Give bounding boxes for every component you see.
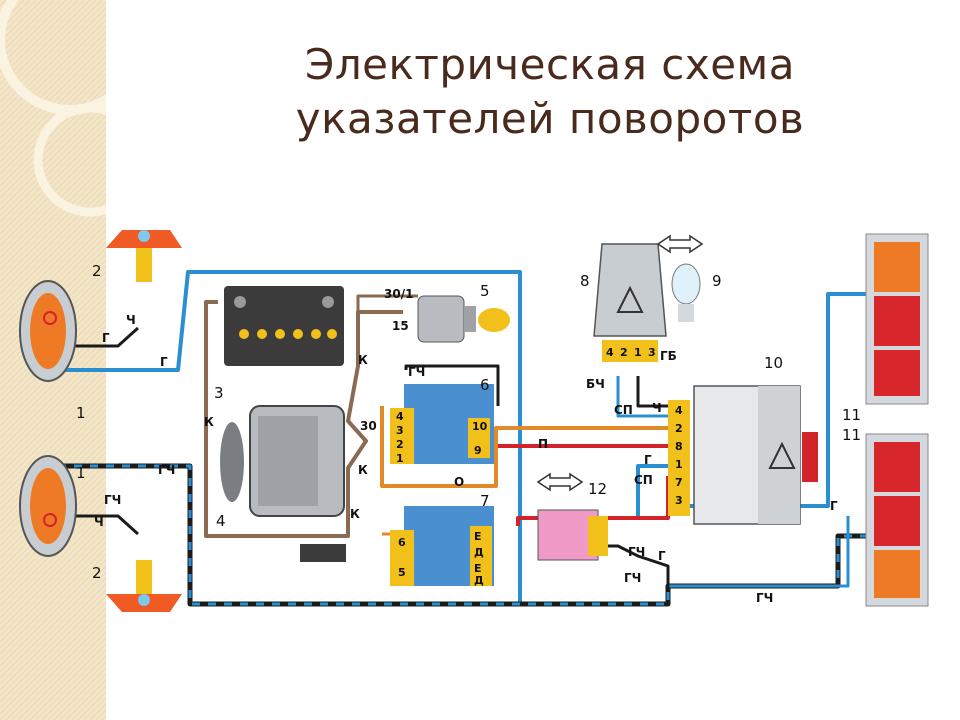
wire-label: ГЧ <box>624 571 641 585</box>
pin-label: 1 <box>396 452 404 465</box>
wire-label: Г <box>160 355 168 369</box>
ignition-switch <box>417 295 510 343</box>
component-label: 1 <box>76 464 86 482</box>
wire-label: Г <box>102 331 110 345</box>
pin-label: 2 <box>675 422 683 435</box>
wire-label: Ч <box>652 401 662 415</box>
relay-6-pins: 4 3 2 1 10 9 <box>396 410 488 465</box>
indicator-lamp <box>671 263 701 322</box>
wire-label: ГЧ <box>158 463 175 477</box>
wire-label: СП <box>614 403 633 417</box>
pin-label: 10 <box>472 420 488 433</box>
wire-label: ГЧ <box>756 591 773 605</box>
component-label: 6 <box>480 376 490 394</box>
wires <box>58 270 866 607</box>
terminal-15: 15 <box>392 319 409 333</box>
wire-label: К <box>350 507 360 521</box>
wire-label: СП <box>634 473 653 487</box>
pin-label: 5 <box>398 566 406 579</box>
turn-signal-wiring-diagram: 1 2 3 4 5 6 7 8 9 10 11 12 1 2 11 Ч Г Г … <box>19 230 929 612</box>
pin-label: Е <box>474 562 482 575</box>
wire-label: К <box>358 353 368 367</box>
turn-signal-switch <box>537 509 608 561</box>
flasher-relay <box>593 243 667 362</box>
pin-label: 6 <box>398 536 406 549</box>
component-label: 7 <box>480 492 490 510</box>
side-repeater-top <box>106 230 182 282</box>
rear-lamp-bottom <box>865 433 929 607</box>
wire-label: К <box>358 463 368 477</box>
hazard-switch <box>668 385 818 525</box>
component-label: 1 <box>76 404 86 422</box>
relay-8-pins: 4 2 1 3 <box>606 346 656 359</box>
relay-7-pins: 6 5 Е Д Е Д <box>398 530 484 587</box>
pin-label: 4 <box>606 346 614 359</box>
switch-10-pins: 4 2 8 1 7 3 <box>675 404 683 507</box>
page-title: Электрическая схема указателей поворотов <box>150 38 950 146</box>
alternator <box>220 405 346 562</box>
component-label: 2 <box>92 564 102 582</box>
component-label: 8 <box>580 272 590 290</box>
component-label: 3 <box>214 384 224 402</box>
component-label: 2 <box>92 262 102 280</box>
pin-label: 4 <box>675 404 683 417</box>
pin-label: Д <box>474 574 484 587</box>
wire-label: Г <box>658 549 666 563</box>
wire-label: К <box>204 415 214 429</box>
wire-label: ГЧ <box>408 365 425 379</box>
wire-label: Ч <box>126 313 136 327</box>
component-label: 12 <box>588 480 607 498</box>
title-line-2: указателей поворотов <box>295 94 805 143</box>
component-label: 9 <box>712 272 722 290</box>
front-headlight-bottom <box>19 455 77 557</box>
terminal-30-1: 30/1 <box>384 287 413 301</box>
pin-label: 2 <box>396 438 404 451</box>
wire-label: Г <box>830 499 838 513</box>
wire-label: П <box>538 437 548 451</box>
wire-label: Г <box>644 453 652 467</box>
direction-arrows-icon <box>536 234 704 492</box>
pin-label: 8 <box>675 440 683 453</box>
relay-7 <box>390 506 494 586</box>
relay-6 <box>390 384 494 464</box>
pin-label: 4 <box>396 410 404 423</box>
wire-label: Ч <box>94 515 104 529</box>
wire-label: О <box>454 475 464 489</box>
terminal-30: 30 <box>360 419 377 433</box>
component-label: 10 <box>764 354 783 372</box>
pin-label: 9 <box>474 444 482 457</box>
title-line-1: Электрическая схема <box>305 40 795 89</box>
wire-label: ГЧ <box>104 493 121 507</box>
wire-labels: Ч Г Г ГЧ ГЧ Ч К К К К ГЧ О П СП Ч БЧ ГБ … <box>94 313 838 605</box>
side-repeater-bottom <box>106 560 182 612</box>
pin-label: 2 <box>620 346 628 359</box>
pin-label: 1 <box>675 458 683 471</box>
pin-label: 1 <box>634 346 642 359</box>
pin-label: Е <box>474 530 482 543</box>
wire-label: ГБ <box>660 349 677 363</box>
terminal-labels: 30/1 15 30 <box>360 287 413 433</box>
pin-label: 3 <box>675 494 683 507</box>
pin-label: 7 <box>675 476 683 489</box>
component-numbers: 1 2 3 4 5 6 7 8 9 10 11 12 1 2 11 <box>76 262 861 582</box>
component-label: 11 <box>842 406 861 424</box>
front-headlight-top <box>19 280 77 382</box>
pin-label: 3 <box>396 424 404 437</box>
wire-label: БЧ <box>586 377 605 391</box>
rear-lamp-top <box>865 233 929 405</box>
wire-label: ГЧ <box>628 545 645 559</box>
pin-label: 3 <box>648 346 656 359</box>
pin-label: Д <box>474 546 484 559</box>
battery <box>224 286 344 366</box>
component-label: 11 <box>842 426 861 444</box>
component-label: 5 <box>480 282 490 300</box>
component-label: 4 <box>216 512 226 530</box>
